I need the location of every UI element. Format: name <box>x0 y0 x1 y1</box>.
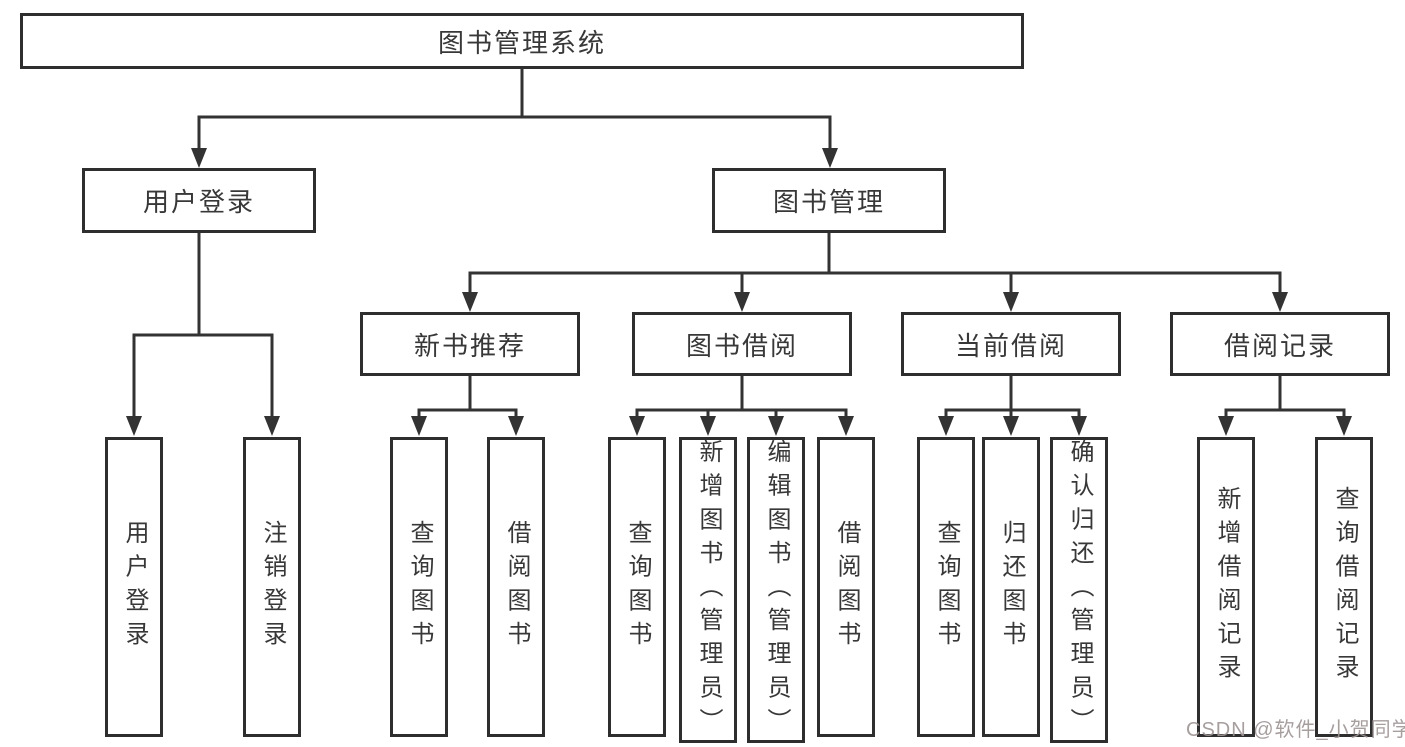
leaf-label: 确认归还（管理员） <box>1066 438 1093 742</box>
leaf-label: 注销登录 <box>259 519 286 655</box>
arrowhead <box>1003 292 1019 312</box>
node-library-system: 图书管理系统 <box>20 13 1024 69</box>
arrowhead <box>1071 416 1087 436</box>
arrowhead <box>1272 292 1288 312</box>
leaf-label: 查询图书 <box>624 519 651 655</box>
node-borrow-records: 借阅记录 <box>1170 312 1390 376</box>
leaf-label: 查询图书 <box>933 519 960 655</box>
arrowhead <box>126 416 142 436</box>
connector-mgmt-bar <box>468 271 1282 293</box>
connector-cb-bar <box>944 376 1081 418</box>
leaf-label: 归还图书 <box>998 519 1025 655</box>
leaf-cb-return-books: 归还图书 <box>982 437 1040 737</box>
leaf-bb-borrow-books: 借阅图书 <box>817 437 875 737</box>
leaf-label: 借阅图书 <box>503 519 530 655</box>
arrowhead <box>1003 416 1019 436</box>
leaf-br-add-record: 新增借阅记录 <box>1197 437 1255 737</box>
arrowhead <box>938 416 954 436</box>
node-current-borrow: 当前借阅 <box>901 312 1121 376</box>
leaf-bb-edit-books-admin: 编辑图书（管理员） <box>747 437 805 743</box>
leaf-nbr-borrow-books: 借阅图书 <box>487 437 545 737</box>
connector-root-bar <box>197 115 832 149</box>
arrowhead <box>1218 416 1234 436</box>
connector-login-bar <box>132 333 274 418</box>
leaf-cb-query-books: 查询图书 <box>917 437 975 737</box>
leaf-label: 查询图书 <box>406 519 433 655</box>
node-user-login: 用户登录 <box>82 168 316 233</box>
arrowhead <box>822 148 838 168</box>
arrowhead <box>700 416 716 436</box>
connector-nbr-bar <box>417 376 518 418</box>
leaf-user-login: 用户登录 <box>105 437 163 737</box>
arrowhead <box>264 416 280 436</box>
leaf-label: 借阅图书 <box>833 519 860 655</box>
connector-bb-bar <box>635 376 848 418</box>
leaf-label: 新增图书（管理员） <box>695 438 722 742</box>
watermark: CSDN @软件_小贺同学 <box>1186 719 1405 741</box>
arrowhead <box>462 292 478 312</box>
arrowhead <box>629 416 645 436</box>
leaf-bb-query-books: 查询图书 <box>608 437 666 737</box>
leaf-label: 新增借阅记录 <box>1213 486 1240 688</box>
leaf-logout: 注销登录 <box>243 437 301 737</box>
arrowhead <box>411 416 427 436</box>
leaf-label: 用户登录 <box>121 519 148 655</box>
arrowhead <box>1336 416 1352 436</box>
leaf-label: 查询借阅记录 <box>1331 486 1358 688</box>
node-new-book-recommend: 新书推荐 <box>360 312 580 376</box>
arrowhead <box>838 416 854 436</box>
leaf-br-query-record: 查询借阅记录 <box>1315 437 1373 737</box>
leaf-nbr-query-books: 查询图书 <box>390 437 448 737</box>
arrowhead <box>768 416 784 436</box>
node-book-management: 图书管理 <box>712 168 946 233</box>
node-book-borrow: 图书借阅 <box>632 312 852 376</box>
leaf-cb-confirm-return-admin: 确认归还（管理员） <box>1050 437 1108 743</box>
connector-br-bar <box>1224 376 1346 418</box>
arrowhead <box>734 292 750 312</box>
arrowhead <box>191 148 207 168</box>
leaf-label: 编辑图书（管理员） <box>763 438 790 742</box>
arrowhead <box>508 416 524 436</box>
leaf-bb-add-books-admin: 新增图书（管理员） <box>679 437 737 743</box>
